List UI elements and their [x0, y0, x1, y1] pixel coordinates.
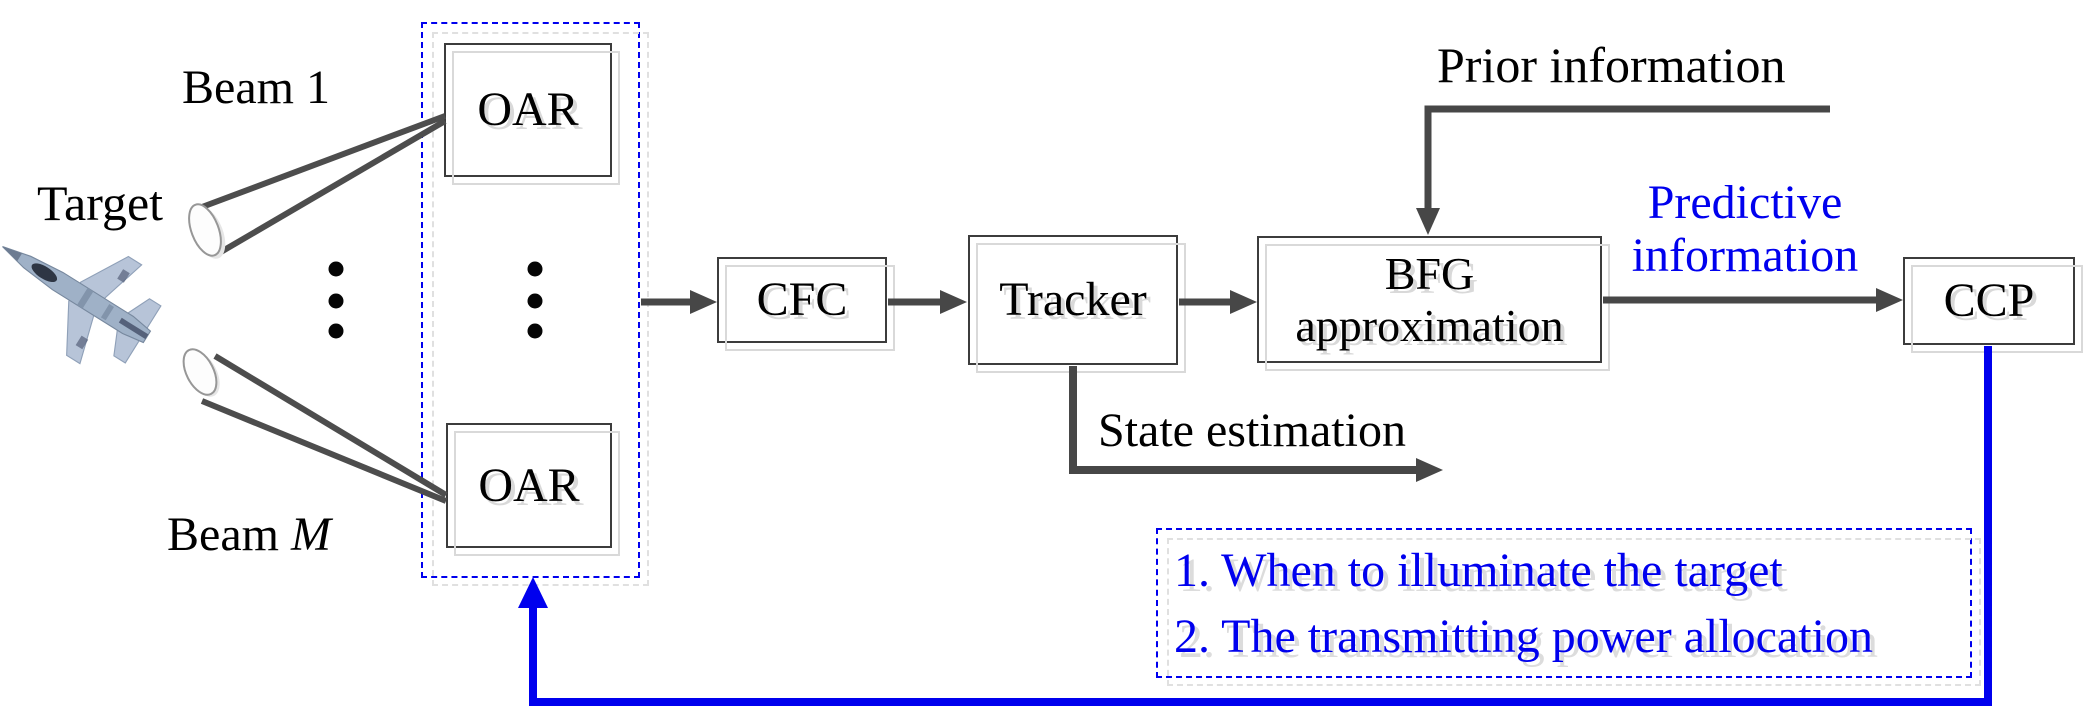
beam-m-label: Beam M [167, 511, 331, 559]
oar-box-bottom: OAR [446, 423, 620, 556]
predictive-information-label: Predictive information [1600, 176, 1890, 282]
prior-information-label: Prior information [1437, 37, 1786, 93]
arrow-cfc-to-tracker [888, 290, 967, 314]
tracker-box-label: Tracker [999, 273, 1147, 327]
tracker-box: Tracker [968, 235, 1186, 373]
beam-m-label-variable: M [290, 508, 331, 561]
decision-item-2: 2. The transmitting power allocation [1174, 610, 1873, 663]
arrow-oar-to-cfc [641, 290, 717, 314]
arrow-tracker-to-bfg [1179, 290, 1257, 314]
oar-box-top-label: OAR [477, 83, 579, 137]
beam-1-cone [188, 113, 447, 259]
predictive-information-line1: Predictive [1647, 176, 1843, 229]
ccp-box: CCP [1903, 257, 2083, 353]
ellipsis-dots-left [328, 261, 344, 339]
cfc-box: CFC [717, 257, 895, 351]
bfg-box-line1: BFG [1384, 247, 1475, 299]
state-estimation-label: State estimation [1098, 404, 1406, 457]
bfg-box-line2: approximation [1295, 299, 1564, 351]
beam-m-cone [182, 348, 448, 504]
feedback-arrowhead [518, 577, 548, 608]
decision-item-1: 1. When to illuminate the target [1174, 544, 1783, 597]
decision-dashed-box: 1. When to illuminate the target 2. The … [1156, 528, 1981, 686]
oar-box-top: OAR [444, 43, 620, 185]
ccp-box-label: CCP [1943, 274, 2035, 328]
target-label: Target [37, 175, 164, 231]
arrow-bfg-to-ccp [1603, 288, 1903, 312]
beam-m-label-prefix: Beam [167, 508, 291, 561]
predictive-information-line2: information [1631, 229, 1859, 282]
cfc-box-label: CFC [756, 273, 848, 327]
beam-1-label: Beam 1 [182, 61, 330, 114]
bfg-approximation-box: BFG approximation [1257, 236, 1610, 371]
oar-box-bottom-label: OAR [478, 458, 580, 512]
